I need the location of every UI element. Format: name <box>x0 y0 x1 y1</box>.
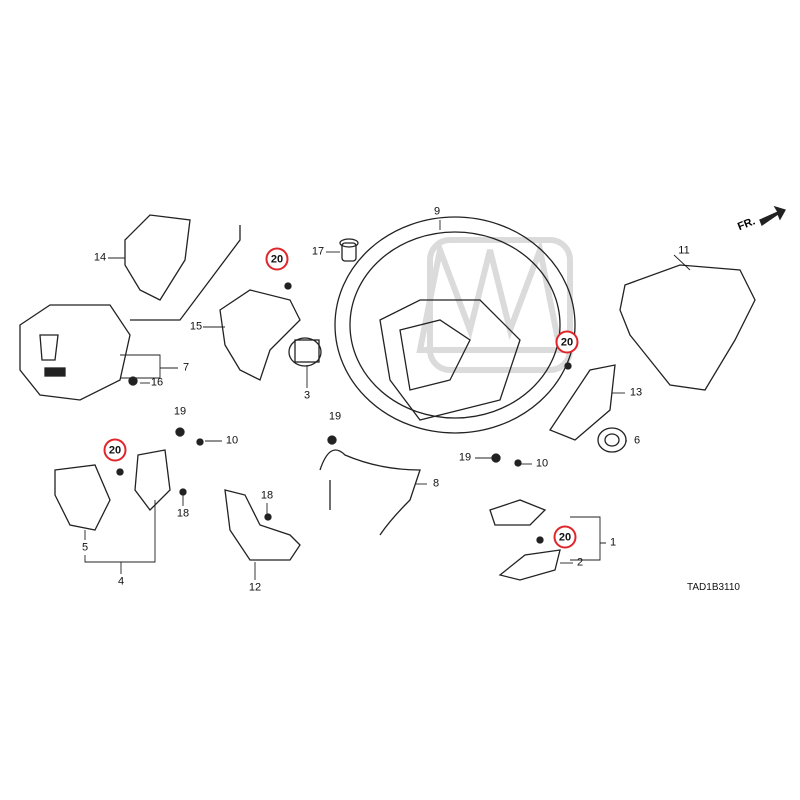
garnish-12 <box>224 489 301 561</box>
part-label-13: 13 <box>629 386 643 399</box>
part-label-9: 9 <box>433 205 441 218</box>
switch-4 <box>134 449 171 511</box>
part-label-10: 10 <box>225 434 239 447</box>
part-label-15: 15 <box>189 320 203 333</box>
leader-lines <box>84 220 691 580</box>
cover-13 <box>549 364 616 441</box>
reel-6 <box>597 427 627 453</box>
part-label-5: 5 <box>81 541 89 554</box>
airbag-module <box>19 304 131 401</box>
honda-watermark <box>416 237 573 373</box>
highlighted-part-20[interactable]: 20 <box>553 525 577 549</box>
part-label-18: 18 <box>260 489 274 502</box>
part-label-4: 4 <box>117 575 125 588</box>
part-label-16: 16 <box>150 376 164 389</box>
part-label-12: 12 <box>248 581 262 594</box>
part-label-19: 19 <box>458 451 472 464</box>
part-label-7: 7 <box>182 361 190 374</box>
part-label-6: 6 <box>633 434 641 447</box>
front-arrow <box>759 205 786 226</box>
screws <box>116 282 572 544</box>
switch-3 <box>288 337 322 367</box>
part-label-17: 17 <box>311 245 325 258</box>
highlighted-part-20[interactable]: 20 <box>555 330 579 354</box>
highlighted-part-20[interactable]: 20 <box>103 438 127 462</box>
part-label-19: 19 <box>173 405 187 418</box>
bolt-17 <box>339 238 359 262</box>
part-label-10: 10 <box>535 457 549 470</box>
switch-panel-15 <box>219 289 301 381</box>
part-label-8: 8 <box>432 477 440 490</box>
diagram-code: TAD1B3110 <box>687 582 740 593</box>
part-label-1: 1 <box>609 536 617 549</box>
cover-14 <box>124 214 191 301</box>
cover-2 <box>498 549 561 581</box>
part-label-18: 18 <box>176 507 190 520</box>
part-label-14: 14 <box>93 251 107 264</box>
part-label-2: 2 <box>576 556 584 569</box>
harness-8 <box>319 449 421 536</box>
cover-5 <box>54 464 111 531</box>
highlighted-part-20[interactable]: 20 <box>265 247 289 271</box>
cover-11 <box>619 264 756 391</box>
switch-1 <box>489 499 547 526</box>
part-label-19: 19 <box>328 410 342 423</box>
part-label-3: 3 <box>303 389 311 402</box>
part-label-11: 11 <box>678 244 690 257</box>
steering-wheel <box>334 216 576 434</box>
